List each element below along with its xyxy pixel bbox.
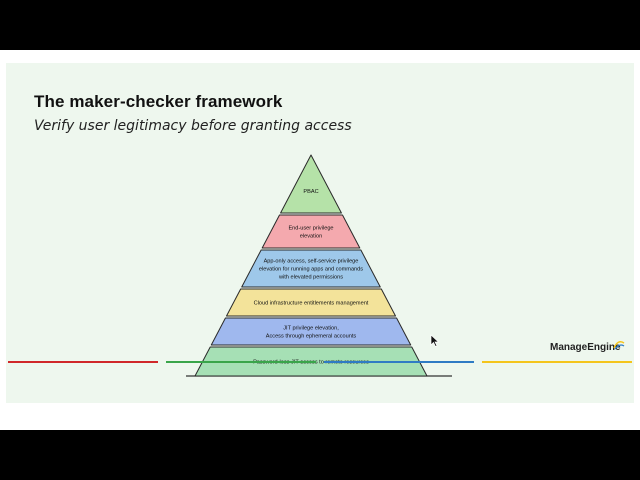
pyramid-level-label: JIT privilege elevation,: [283, 326, 339, 332]
pyramid-level-label: App-only access, self-service privilege: [264, 259, 359, 265]
pyramid-level-label: End-user privilege: [288, 226, 333, 232]
footer-bar-red: [8, 361, 158, 363]
pyramid-level-shape: [225, 288, 397, 317]
pyramid-level-shape: [241, 249, 381, 288]
brand-swoosh-icon: [613, 341, 625, 350]
slide-title: The maker-checker framework: [34, 92, 283, 111]
pyramid-level-4: Cloud infrastructure entitlements manage…: [225, 288, 397, 317]
pyramid-level-shape: [261, 214, 361, 249]
mouse-cursor-icon: [430, 334, 440, 347]
footer-bar-green: [166, 361, 316, 363]
pyramid-level-2: End-user privilege elevation: [261, 214, 361, 249]
slide-subtitle: Verify user legitimacy before granting a…: [34, 118, 352, 134]
pyramid-level-label: Cloud infrastructure entitlements manage…: [254, 301, 369, 307]
brand-logo: ManageEngine: [550, 342, 621, 353]
pyramid-level-label: elevation: [300, 234, 322, 240]
pyramid-level-3: App-only access, self-service privilege e…: [241, 249, 381, 288]
pyramid-level-shape: [210, 317, 412, 346]
pyramid-level-5: JIT privilege elevation, Access through e…: [210, 317, 412, 346]
pyramid-level-shape: [280, 154, 342, 214]
pyramid-level-label: PBAC: [303, 189, 318, 195]
pyramid-level-label: elevation for running apps and commands: [259, 267, 363, 273]
pyramid-level-label: Access through ephemeral accounts: [266, 334, 357, 340]
pyramid-level-1: PBAC: [280, 154, 342, 214]
footer-bar-blue: [324, 361, 474, 363]
pyramid-level-label: with elevated permissions: [278, 275, 343, 281]
footer-bar-yellow: [482, 361, 632, 363]
